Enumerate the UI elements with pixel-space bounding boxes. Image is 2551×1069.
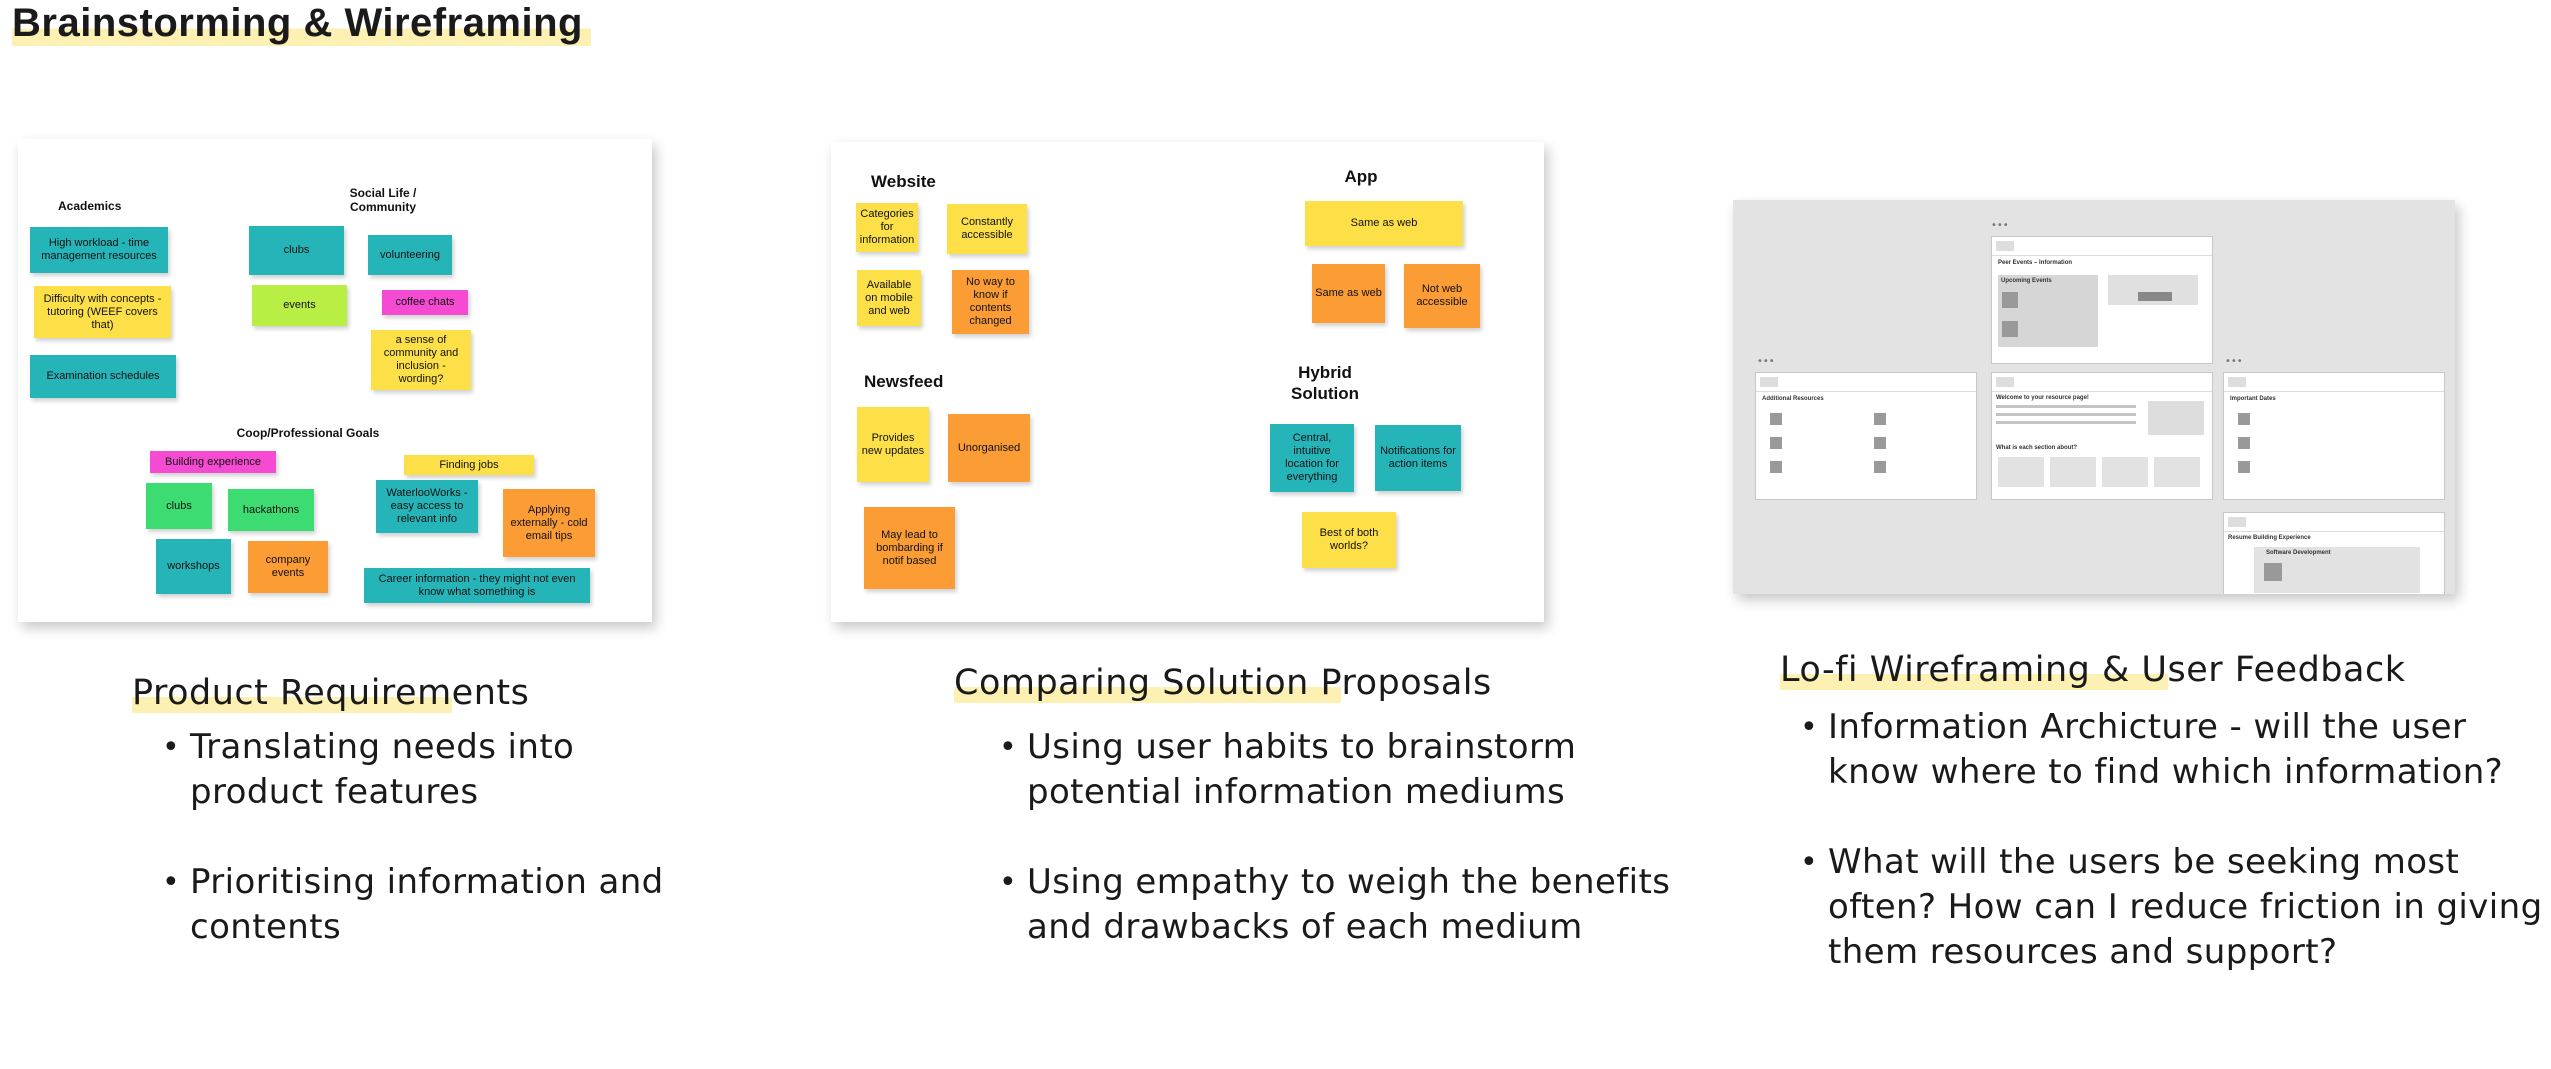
wireframe-card: [2154, 457, 2200, 487]
sticky-note: Best of both worlds?: [1302, 512, 1396, 568]
wireframe-subheading: What is each section about?: [1996, 445, 2078, 451]
wireframe-nav: [2224, 513, 2444, 532]
page-title: Brainstorming & Wireframing: [12, 0, 591, 46]
group-label-academics: Academics: [58, 199, 122, 213]
wireframe-heading: Welcome to your resource page!: [1996, 395, 2089, 401]
group-label-hybrid: Hybrid Solution: [1291, 363, 1359, 403]
wireframe-subheading: Upcoming Events: [2001, 278, 2052, 284]
solutions-board: Website App Newsfeed Hybrid Solution Cat…: [831, 142, 1544, 622]
sticky-note: a sense of community and inclusion - wor…: [371, 330, 471, 390]
wireframe-welcome: Welcome to your resource page! What is e…: [1991, 372, 2213, 500]
wireframe-image: [2238, 437, 2250, 449]
wireframe-button: [2138, 292, 2172, 301]
sticky-note: Central, intuitive location for everythi…: [1270, 424, 1354, 492]
wireframe-heading: Peer Events – Information: [1998, 260, 2073, 266]
bullet-item: Prioritising information and contents: [162, 860, 682, 950]
sticky-note: events: [252, 285, 347, 326]
wireframe-nav: [1992, 373, 2212, 392]
sticky-note: Not web accessible: [1404, 264, 1480, 328]
sticky-note: clubs: [146, 483, 212, 529]
wireframe-important-dates: Important Dates: [2223, 372, 2445, 500]
wireframe-nav: [1992, 237, 2212, 256]
wireframe-card: [2102, 457, 2148, 487]
wireframe-image: [2148, 401, 2204, 435]
sticky-note: High workload - time management resource…: [30, 227, 168, 273]
sticky-note: Examination schedules: [30, 355, 176, 398]
wireframe-card: [1998, 457, 2044, 487]
sticky-note: No way to know if contents changed: [952, 270, 1029, 334]
bullet-item: Using user habits to brainstorm potentia…: [999, 725, 1739, 815]
frame-handle-icon: •••: [1991, 220, 2009, 231]
section-title-lofi-wireframing: Lo-fi Wireframing & User Feedback: [1780, 650, 2406, 690]
wireframe-subheading: Software Development: [2266, 550, 2331, 556]
sticky-note: clubs: [249, 226, 344, 275]
wireframe-text-line: [1996, 421, 2136, 424]
group-label-social: Social Life / Community: [349, 186, 417, 214]
sticky-note: Same as web: [1305, 201, 1463, 246]
bullet-list: Information Archicture - will the user k…: [1800, 705, 2548, 1020]
sticky-note: WaterlooWorks - easy access to relevant …: [376, 480, 478, 533]
wireframe-heading: Resume Building Experience: [2228, 535, 2311, 541]
sticky-note: Career information - they might not even…: [364, 568, 590, 603]
sticky-note: workshops: [156, 539, 231, 594]
wireframe-heading: Important Dates: [2230, 396, 2276, 402]
wireframe-image: [1874, 437, 1886, 449]
bullet-item: Translating needs into product features: [162, 725, 682, 815]
bullet-item: What will the users be seeking most ofte…: [1800, 840, 2548, 975]
sticky-note: Same as web: [1312, 264, 1385, 323]
wireframe-board: ••• Peer Events – Information Upcoming E…: [1733, 200, 2455, 594]
wireframe-additional-resources: Additional Resources: [1755, 372, 1977, 500]
bullet-item: Using empathy to weigh the benefits and …: [999, 860, 1739, 950]
wireframe-image: [1770, 437, 1782, 449]
wireframe-resume: Resume Building Experience Software Deve…: [2223, 512, 2445, 594]
sticky-note: Categories for information: [856, 203, 918, 252]
sticky-note: May lead to bombarding if notif based: [864, 507, 955, 589]
wireframe-peer-events: Peer Events – Information Upcoming Event…: [1991, 236, 2213, 364]
frame-handle-icon: •••: [1757, 356, 1775, 367]
wireframe-nav: [2224, 373, 2444, 392]
wireframe-text-line: [1996, 413, 2136, 416]
bullet-list: Translating needs into product features …: [162, 725, 682, 995]
wireframe-image: [2264, 563, 2282, 581]
wireframe-card: [2050, 457, 2096, 487]
wireframe-text-line: [1996, 405, 2136, 408]
wireframe-image: [1874, 461, 1886, 473]
sticky-note: Available on mobile and web: [857, 270, 921, 326]
wireframe-image: [1874, 413, 1886, 425]
bullet-list: Using user habits to brainstorm potentia…: [999, 725, 1739, 995]
wireframe-image: [1770, 461, 1782, 473]
sticky-note: Finding jobs: [404, 455, 534, 475]
wireframe-image: [2002, 292, 2018, 308]
sticky-note: company events: [248, 541, 328, 593]
wireframe-heading: Additional Resources: [1762, 396, 1824, 402]
wireframe-image: [2002, 321, 2018, 337]
section-title-comparing-solutions: Comparing Solution Proposals: [954, 663, 1492, 703]
frame-handle-icon: •••: [2225, 356, 2243, 367]
sticky-note: volunteering: [368, 235, 452, 275]
sticky-note: hackathons: [228, 489, 314, 531]
wireframe-image: [2238, 413, 2250, 425]
group-label-newsfeed: Newsfeed: [864, 372, 944, 391]
sticky-note: Unorganised: [948, 414, 1030, 482]
group-label-coop: Coop/Professional Goals: [236, 426, 380, 440]
sticky-note: Applying externally - cold email tips: [503, 489, 595, 557]
wireframe-nav: [1756, 373, 1976, 392]
sticky-note: Difficulty with concepts - tutoring (WEE…: [34, 286, 171, 338]
group-label-app: App: [1344, 167, 1378, 186]
sticky-note: Building experience: [150, 451, 276, 473]
section-title-product-requirements: Product Requirements: [132, 673, 530, 713]
bullet-item: Information Archicture - will the user k…: [1800, 705, 2548, 795]
sticky-note: Constantly accessible: [947, 204, 1027, 254]
sticky-note: Notifications for action items: [1375, 425, 1461, 491]
brainstorm-board: Academics Social Life / Community Coop/P…: [18, 139, 652, 622]
wireframe-image: [2238, 461, 2250, 473]
group-label-website: Website: [871, 172, 936, 191]
sticky-note: coffee chats: [382, 290, 468, 315]
sticky-note: Provides new updates: [857, 407, 929, 482]
wireframe-image: [1770, 413, 1782, 425]
